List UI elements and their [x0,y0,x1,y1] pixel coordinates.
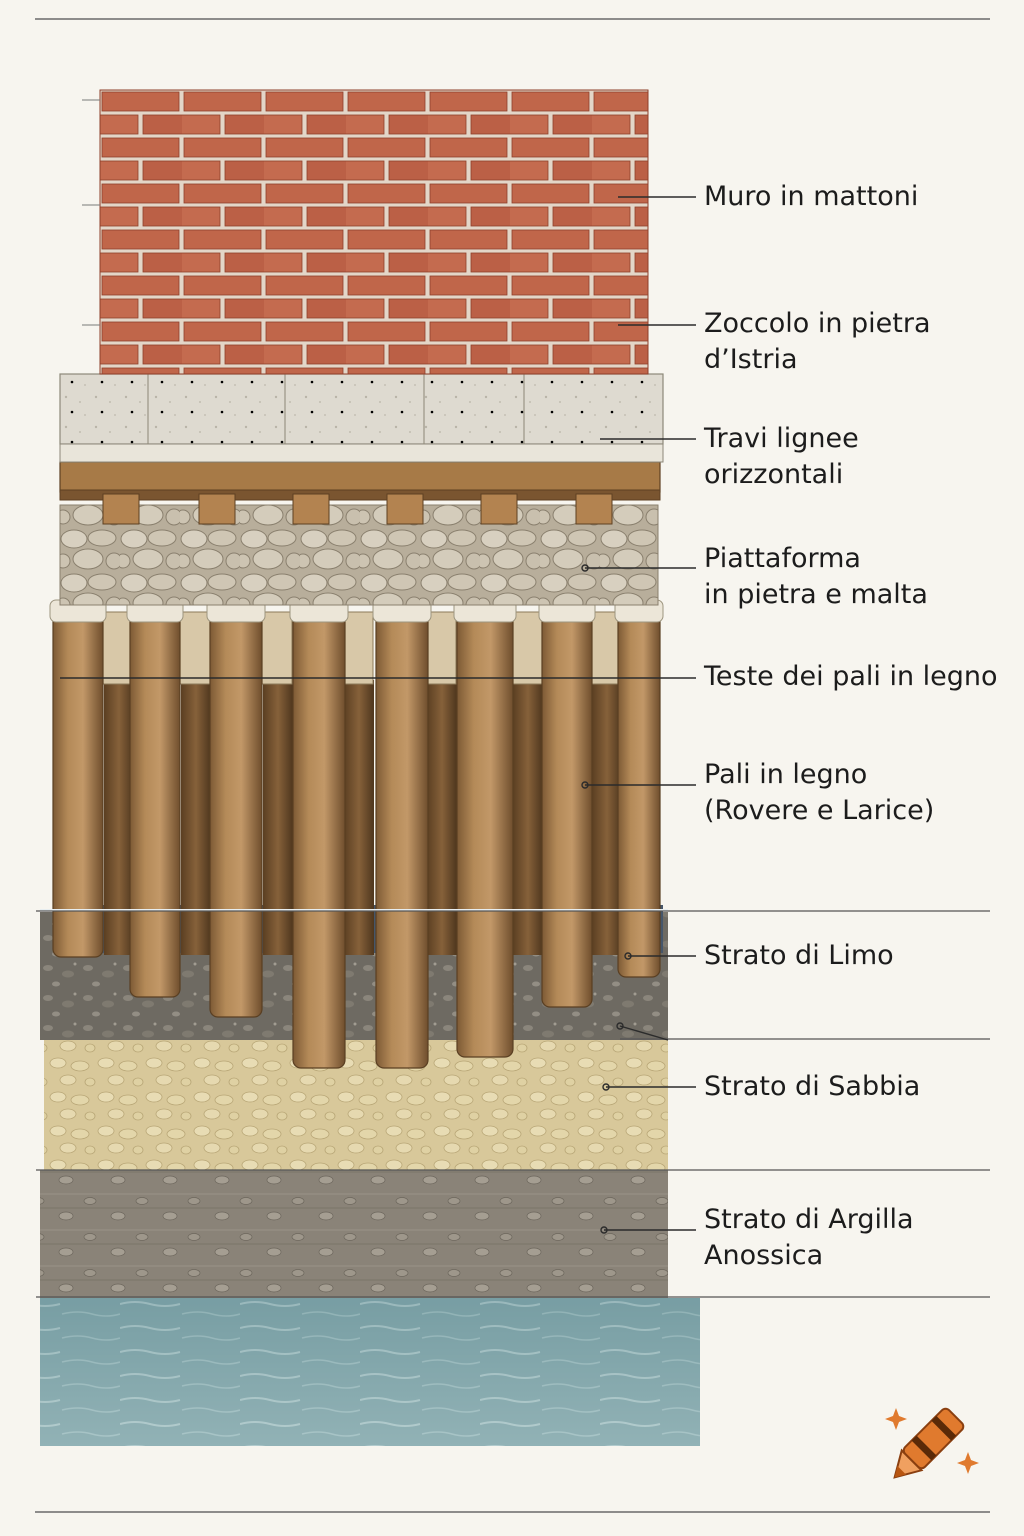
label-line: Muro in mattoni [704,181,919,212]
label-silt-layer: Strato di Limo [704,938,894,974]
wall-tick-marks [82,99,100,326]
clay-layer [40,1170,668,1298]
label-line: Teste dei pali in legno [704,661,998,692]
label-sand-layer: Strato di Sabbia [704,1069,920,1105]
label-line: Strato di Limo [704,940,894,971]
label-brick-wall: Muro in mattoni [704,179,918,215]
stone-platform [59,504,659,606]
sparkle-icon [885,1408,979,1474]
label-line: Strato di Sabbia [704,1071,921,1102]
label-line: in pietra e malta [704,579,928,610]
label-line: Anossica [704,1240,824,1271]
front-piles [52,611,661,1069]
label-clay-layer: Strato di Argilla Anossica [704,1202,914,1274]
layer-boundary-rules [36,910,990,1298]
label-line: (Rovere e Larice) [704,795,935,826]
label-line: d’Istria [704,344,798,375]
label-stone-platform: Piattaforma in pietra e malta [704,541,928,613]
label-line: Zoccolo in pietra [704,308,931,339]
label-timber-beams: Travi lignee orizzontali [704,421,859,493]
label-line: Pali in legno [704,759,868,790]
label-line: orizzontali [704,459,844,490]
label-istrian-plinth: Zoccolo in pietra d’Istria [704,306,931,378]
label-line: Piattaforma [704,543,861,574]
crayon-icon [893,1407,965,1479]
label-pile-heads: Teste dei pali in legno [704,659,998,695]
brick-wall [99,89,649,375]
istrian-plinth [59,373,664,463]
pile-bindings [102,611,622,685]
sand-layer [44,1040,668,1170]
leader-lines [60,196,696,1234]
label-wooden-piles: Pali in legno (Rovere e Larice) [704,757,934,829]
label-line: Strato di Argilla [704,1204,914,1235]
water-body [40,1298,700,1446]
label-line: Travi lignee [704,423,859,454]
timber-beams [59,461,661,525]
